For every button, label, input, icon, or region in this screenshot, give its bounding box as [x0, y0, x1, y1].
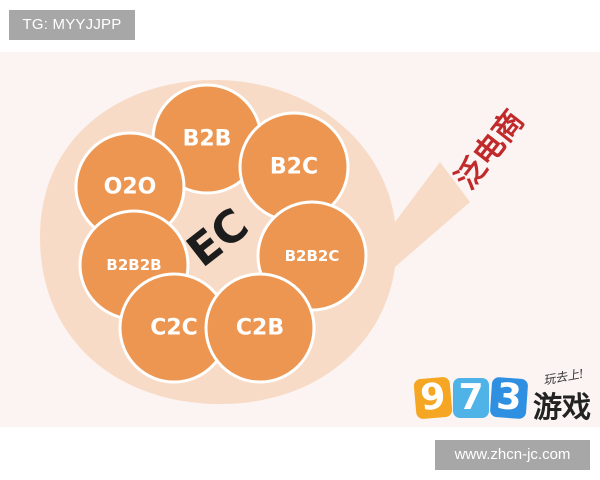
logo-digit-3: 3 [489, 376, 529, 420]
bottom-watermark-tag: www.zhcn-jc.com [435, 440, 590, 470]
node-label-c2c: C2C [150, 316, 198, 341]
side-label-pan-dian-shang: 泛电商 [449, 104, 532, 196]
node-circle-c2b [204, 272, 316, 384]
game-site-logo: 9 7 3 游戏 玩去上! [413, 367, 600, 432]
node-label-c2b: C2B [236, 316, 284, 341]
node-label-b2b2c: B2B2C [285, 247, 340, 265]
logo-digit-1: 9 [413, 376, 453, 420]
top-watermark-tag: TG: MYYJJPP [9, 10, 135, 40]
node-label-b2b2b: B2B2B [106, 256, 161, 274]
node-label-o2o: O2O [104, 175, 157, 200]
logo-name-text: 游戏 [533, 390, 592, 424]
node-label-b2c: B2C [270, 155, 318, 180]
node-group: B2B B2C O2O B2B2B B2B2C C2C C2B [74, 83, 368, 384]
node-label-b2b: B2B [183, 127, 232, 152]
logo-digit-2: 7 [453, 378, 489, 418]
